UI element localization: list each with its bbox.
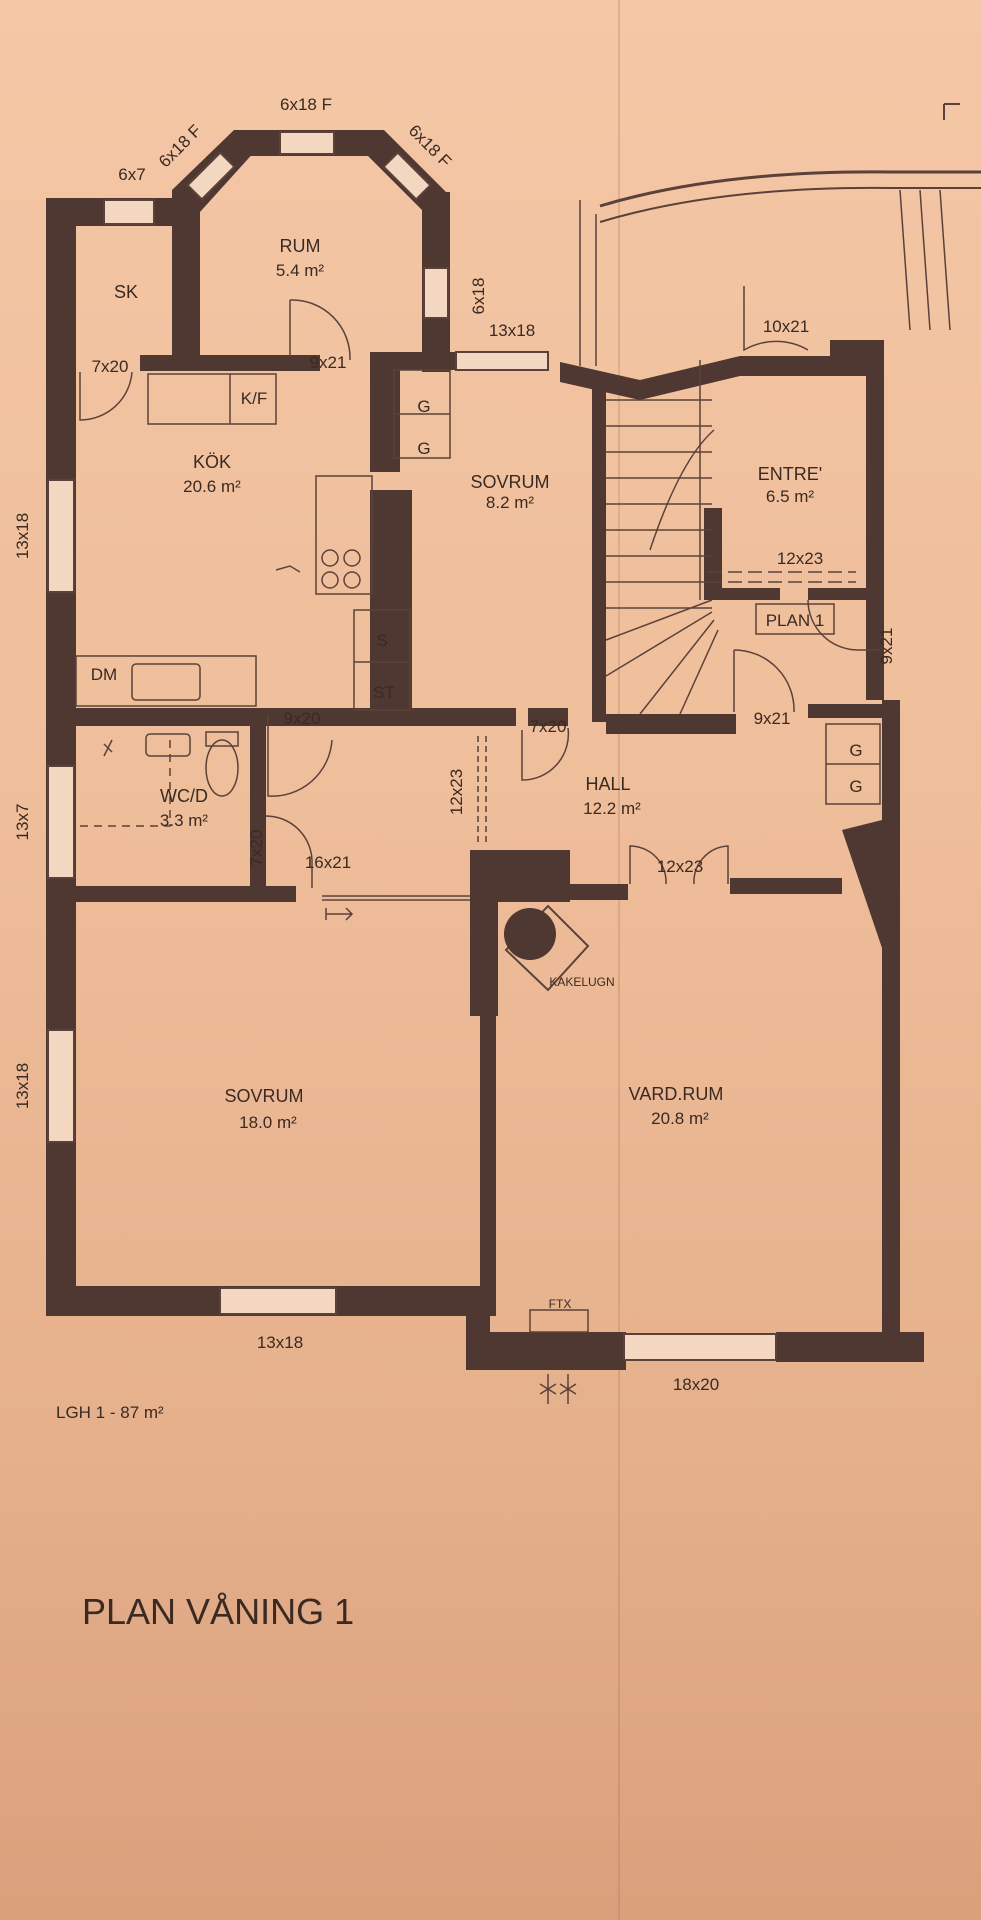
- room-vardrum-name: VARD.RUM: [629, 1084, 724, 1104]
- room-hall-name: HALL: [585, 774, 630, 794]
- room-sovrum-large-area: 18.0 m²: [239, 1113, 297, 1132]
- room-sovrum-large-name: SOVRUM: [224, 1086, 303, 1106]
- dim-door-7x20-hall: 7x20: [530, 717, 567, 736]
- room-labels: SK RUM 5.4 m² KÖK 20.6 m² SOVRUM 8.2 m² …: [114, 236, 822, 1132]
- room-rum-name: RUM: [280, 236, 321, 256]
- dim-win-left-mid: 13x7: [13, 804, 32, 841]
- dim-door-10x21: 10x21: [763, 317, 809, 336]
- fixture-g2: G: [417, 439, 430, 458]
- room-sk-name: SK: [114, 282, 138, 302]
- dim-door-7x20-wc: 7x20: [247, 830, 266, 867]
- room-entre-area: 6.5 m²: [766, 487, 815, 506]
- kakelugn-stove: [504, 904, 590, 992]
- wc-fixtures: [80, 731, 239, 827]
- window-bay-top: [279, 131, 335, 155]
- window-bay-left: [186, 151, 236, 201]
- dim-win-bottom: 13x18: [257, 1333, 303, 1352]
- window-left-upper: [47, 479, 75, 593]
- dim-door-9x21-entre: 9x21: [877, 628, 896, 665]
- dim-door-12x23-entre: 12x23: [777, 549, 823, 568]
- room-kok-area: 20.6 m²: [183, 477, 241, 496]
- fixture-s: S: [376, 631, 387, 650]
- dim-door-16x21: 16x21: [305, 853, 351, 872]
- dim-sk-window: 6x7: [118, 165, 145, 184]
- fixture-dm: DM: [91, 665, 117, 684]
- dim-door-rum: 9x21: [310, 353, 347, 372]
- walls: [46, 130, 924, 1370]
- room-kok-name: KÖK: [193, 452, 231, 472]
- dim-win-13x18-top: 13x18: [489, 321, 535, 340]
- room-wc-area: 3.3 m²: [160, 811, 209, 830]
- doors: [79, 286, 880, 901]
- plan1-box: [755, 603, 835, 635]
- balcony-railing: [579, 103, 981, 366]
- ftx-unit: [325, 907, 589, 1404]
- dim-win-left-upper: 13x18: [13, 513, 32, 559]
- windows: [47, 131, 777, 1361]
- staircase: [605, 360, 719, 715]
- window-13x18-top: [455, 351, 549, 371]
- fixture-st: ST: [373, 683, 395, 702]
- plan-area-label: LGH 1 - 87 m²: [56, 1403, 164, 1422]
- room-wc-name: WC/D: [160, 786, 208, 806]
- window-bay-right: [382, 151, 432, 201]
- dim-door-9x20: 9x20: [284, 709, 321, 728]
- paper-fold: [618, 0, 620, 1920]
- window-left-lower: [47, 1029, 75, 1143]
- room-vardrum-area: 20.8 m²: [651, 1109, 709, 1128]
- fixture-kakelugn: KAKELUGN: [549, 975, 614, 989]
- window-sk: [103, 199, 155, 225]
- dim-bay-top: 6x18 F: [280, 95, 332, 114]
- fixture-plan1: PLAN 1: [766, 611, 825, 630]
- dim-win-vard: 18x20: [673, 1375, 719, 1394]
- dim-door-12x23-side: 12x23: [447, 769, 466, 815]
- window-rum-side: [423, 267, 449, 319]
- fixture-g3: G: [849, 741, 862, 760]
- room-hall-area: 12.2 m²: [583, 799, 641, 818]
- fixture-kf: K/F: [241, 389, 267, 408]
- room-sovrum-small-name: SOVRUM: [470, 472, 549, 492]
- kitchen-fixtures: [75, 369, 881, 805]
- dim-win-6x18: 6x18: [469, 278, 488, 315]
- window-bottom: [219, 1287, 337, 1315]
- room-sovrum-small-area: 8.2 m²: [486, 493, 535, 512]
- fixture-g4: G: [849, 777, 862, 796]
- room-entre-name: ENTRE': [758, 464, 822, 484]
- dim-door-12x23-vard: 12x23: [657, 857, 703, 876]
- plan-title: PLAN VÅNING 1: [82, 1591, 354, 1632]
- fixture-g1: G: [417, 397, 430, 416]
- window-left-mid: [47, 765, 75, 879]
- room-rum-area: 5.4 m²: [276, 261, 325, 280]
- dim-door-sk: 7x20: [92, 357, 129, 376]
- fixture-labels: K/F G G G G S ST DM PLAN 1 KAKELUGN FTX: [91, 389, 863, 1311]
- dim-bay-left: 6x18 F: [155, 121, 205, 171]
- dim-win-left-lower: 13x18: [13, 1063, 32, 1109]
- window-vard: [623, 1333, 777, 1361]
- dim-door-9x21-hall: 9x21: [754, 709, 791, 728]
- fixture-ftx: FTX: [549, 1297, 572, 1311]
